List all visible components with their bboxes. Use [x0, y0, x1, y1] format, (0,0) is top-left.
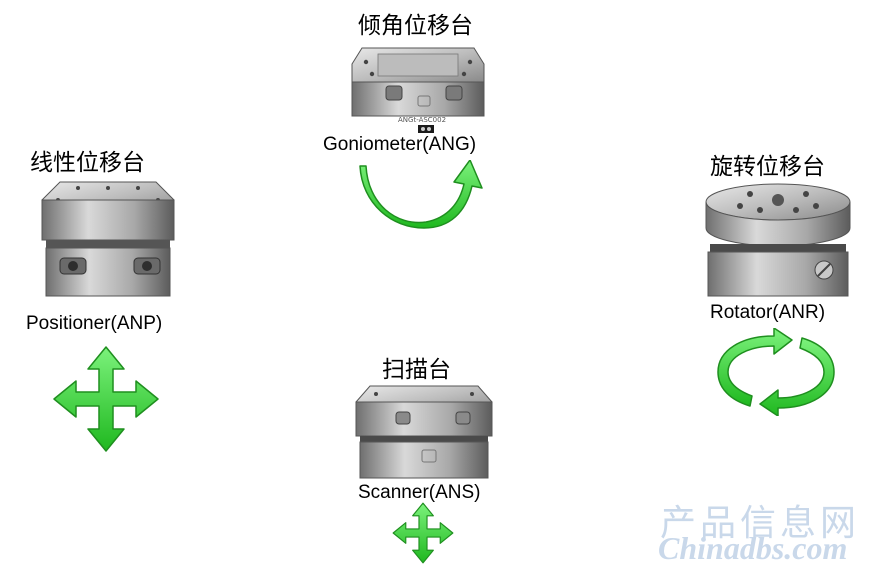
scanner-image [352, 384, 496, 482]
goniometer-image: ANGt-ASC002 [348, 42, 488, 136]
goniometer-label: Goniometer(ANG) [323, 134, 477, 155]
positioner-image [38, 180, 178, 306]
four-way-arrow-icon [52, 345, 160, 453]
positioner-title: 线性位移台 [30, 150, 145, 176]
scanner-title: 扫描台 [382, 357, 451, 383]
scanner-label: Scanner(ANS) [358, 482, 481, 503]
goniometer-engraving: ANGt-ASC002 [398, 116, 446, 124]
goniometer-title: 倾角位移台 [358, 13, 473, 39]
positioner-label: Positioner(ANP) [26, 313, 163, 334]
rotator-title: 旋转位移台 [710, 154, 825, 180]
rotation-arrow-icon [712, 328, 840, 416]
tilt-arrow-icon [356, 160, 486, 230]
watermark-cn: 产品信息网 [660, 503, 861, 544]
rotator-label: Rotator(ANR) [710, 302, 826, 323]
four-way-arrow-icon [392, 502, 454, 564]
watermark-en: Chinadbs.com [658, 530, 848, 566]
rotator-image [700, 180, 856, 304]
